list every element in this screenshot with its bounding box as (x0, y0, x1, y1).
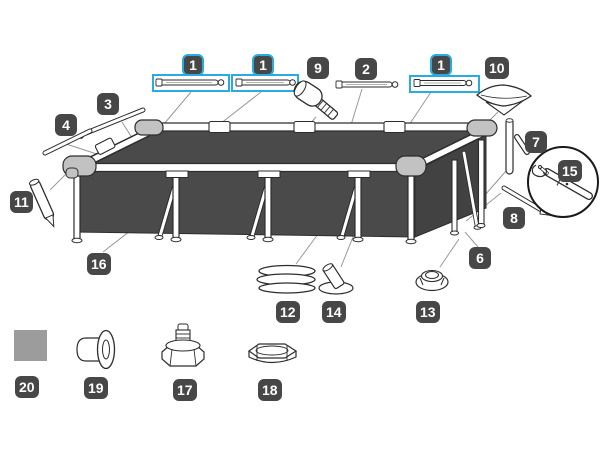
part-badge-17[interactable]: 17 (173, 379, 197, 401)
leader-lines (49, 88, 507, 268)
part-badge-4[interactable]: 4 (55, 114, 77, 136)
part-badge-14[interactable]: 14 (322, 301, 346, 323)
part-badge-8[interactable]: 8 (503, 207, 525, 229)
part-badge-16[interactable]: 16 (87, 253, 111, 275)
part-badge-9[interactable]: 9 (307, 57, 329, 79)
end-rail-section-parts (42, 107, 146, 156)
pool-corner-caps (62, 119, 498, 179)
part-badge-19[interactable]: 19 (84, 377, 108, 399)
mallet-part (293, 80, 339, 120)
repair-patch-part (14, 330, 47, 361)
corner-funnel-part (475, 84, 533, 116)
part-badge-13[interactable]: 13 (416, 301, 440, 323)
strainer-part (76, 329, 116, 370)
part-badge-2[interactable]: 2 (355, 58, 377, 80)
part-badge-18[interactable]: 18 (258, 379, 282, 401)
detail-circle-part (527, 146, 599, 218)
pool-right-legs (450, 139, 486, 236)
part-badge-15[interactable]: 15 (558, 160, 582, 182)
part-badge-20[interactable]: 20 (15, 376, 39, 398)
part-badge-11[interactable]: 11 (10, 191, 33, 213)
part-badge-1[interactable]: 1 (252, 54, 274, 76)
round-leg-base-part (415, 269, 449, 292)
angled-leg-base-part (318, 263, 354, 295)
coiled-hose-part (256, 264, 316, 294)
pool-front-wall (73, 170, 416, 238)
pool-rails (69, 120, 485, 178)
drain-cap-part (247, 343, 298, 364)
top-rail-part (335, 80, 399, 89)
part-badge-1[interactable]: 1 (182, 54, 204, 76)
drain-valve-part (161, 323, 205, 367)
corner-peg-part (28, 178, 55, 228)
leg-pole-part (505, 118, 530, 175)
part-badge-6[interactable]: 6 (469, 247, 491, 269)
part-badge-10[interactable]: 10 (485, 57, 509, 79)
part-badge-7[interactable]: 7 (525, 131, 547, 153)
part-badge-1[interactable]: 1 (430, 54, 452, 76)
part-badge-12[interactable]: 12 (276, 301, 300, 323)
top-rail-part-highlighted (152, 74, 480, 93)
part-badge-3[interactable]: 3 (97, 93, 119, 115)
pool-illustration (62, 119, 498, 245)
